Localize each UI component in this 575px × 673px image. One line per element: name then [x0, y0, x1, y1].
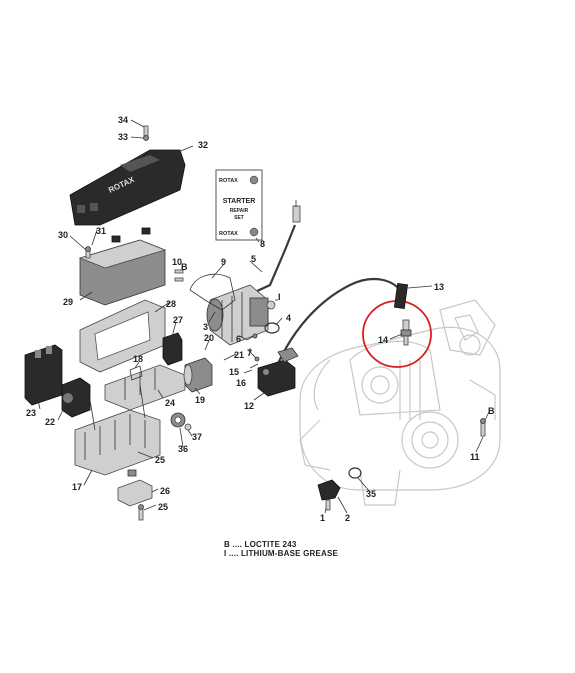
callout-6: 6 [236, 334, 241, 344]
callout-29: 29 [63, 297, 73, 307]
starter-repair-set-card: ROTAX STARTER REPAIR SET ROTAX [215, 169, 263, 241]
o-ring [264, 322, 280, 334]
callout-26: 26 [160, 486, 170, 496]
clip [129, 365, 143, 381]
bolt [480, 418, 486, 437]
legend: B .... LOCTITE 243 I .... LITHIUM-BASE G… [224, 540, 444, 558]
starter-motor [206, 284, 276, 346]
card-line-2: REPAIR [230, 208, 249, 214]
callout-22: 22 [45, 417, 55, 427]
callout-36: 36 [178, 444, 188, 454]
leader-lines [37, 119, 491, 514]
bracket-bolt [174, 269, 184, 282]
starter-bracket [189, 273, 236, 311]
callout-numbers: 1 2 3 4 5 6 7 8 9 10 11 12 13 14 15 16 1… [26, 115, 495, 523]
callout-15: 15 [229, 367, 239, 377]
cover-screw [143, 125, 149, 141]
card-line-3: SET [234, 215, 244, 221]
relay [61, 377, 91, 418]
callout-31: 31 [96, 226, 106, 236]
battery [78, 227, 167, 306]
legend-line-grease: I .... LITHIUM-BASE GREASE [224, 549, 339, 558]
callout-19: 19 [195, 395, 205, 405]
callout-20: 20 [204, 333, 214, 343]
callout-2: 2 [345, 513, 350, 523]
marker-i-4: I [278, 292, 281, 302]
callout-1: 1 [320, 513, 325, 523]
callout-24: 24 [165, 398, 175, 408]
card-brand-top: ROTAX [219, 178, 238, 184]
battery-tray [79, 299, 166, 373]
ignition-coil [257, 347, 299, 397]
grommet [170, 412, 192, 431]
switch [162, 332, 183, 366]
callout-13: 13 [434, 282, 444, 292]
lower-screw [138, 504, 144, 521]
callout-17: 17 [72, 482, 82, 492]
callout-14: 14 [378, 335, 388, 345]
lower-bracket [117, 469, 153, 507]
card-brand-bottom: ROTAX [219, 231, 238, 237]
marker-b-10: B [181, 262, 188, 272]
support-bracket [104, 364, 186, 411]
battery-terminal-screw [85, 246, 91, 259]
callout-32: 32 [198, 140, 208, 150]
callout-37: 37 [192, 432, 202, 442]
callout-33: 33 [118, 132, 128, 142]
callout-4: 4 [286, 313, 291, 323]
battery-rubber-pad [24, 344, 63, 406]
legend-line-loctite: B .... LOCTITE 243 [224, 540, 297, 549]
starter-solenoid [183, 357, 213, 393]
callout-35: 35 [366, 489, 376, 499]
callout-25-lower: 25 [158, 502, 168, 512]
sensor [317, 479, 341, 511]
callout-30: 30 [58, 230, 68, 240]
callout-9: 9 [221, 257, 226, 267]
callout-7: 7 [247, 348, 252, 358]
spark-plug [400, 319, 412, 346]
callout-16: 16 [236, 378, 246, 388]
marker-b-11: B [488, 406, 495, 416]
gasket [348, 467, 362, 479]
callout-12: 12 [244, 401, 254, 411]
callout-10: 10 [172, 257, 182, 267]
callout-8: 8 [260, 239, 265, 249]
screws-cluster [243, 333, 260, 374]
callout-11: 11 [470, 452, 480, 462]
callout-21: 21 [234, 350, 244, 360]
callout-23: 23 [26, 408, 36, 418]
engine-outline [299, 299, 501, 506]
battery-cover: ROTAX [69, 149, 186, 226]
callout-5: 5 [251, 254, 256, 264]
callout-18: 18 [133, 354, 143, 364]
callout-27: 27 [173, 315, 183, 325]
mounting-frame [74, 384, 161, 476]
highlight-circle [362, 300, 432, 368]
callout-28: 28 [166, 299, 176, 309]
card-line-1: STARTER [223, 198, 256, 205]
callout-3: 3 [203, 322, 208, 332]
callout-34: 34 [118, 115, 128, 125]
callout-25-upper: 25 [155, 455, 165, 465]
